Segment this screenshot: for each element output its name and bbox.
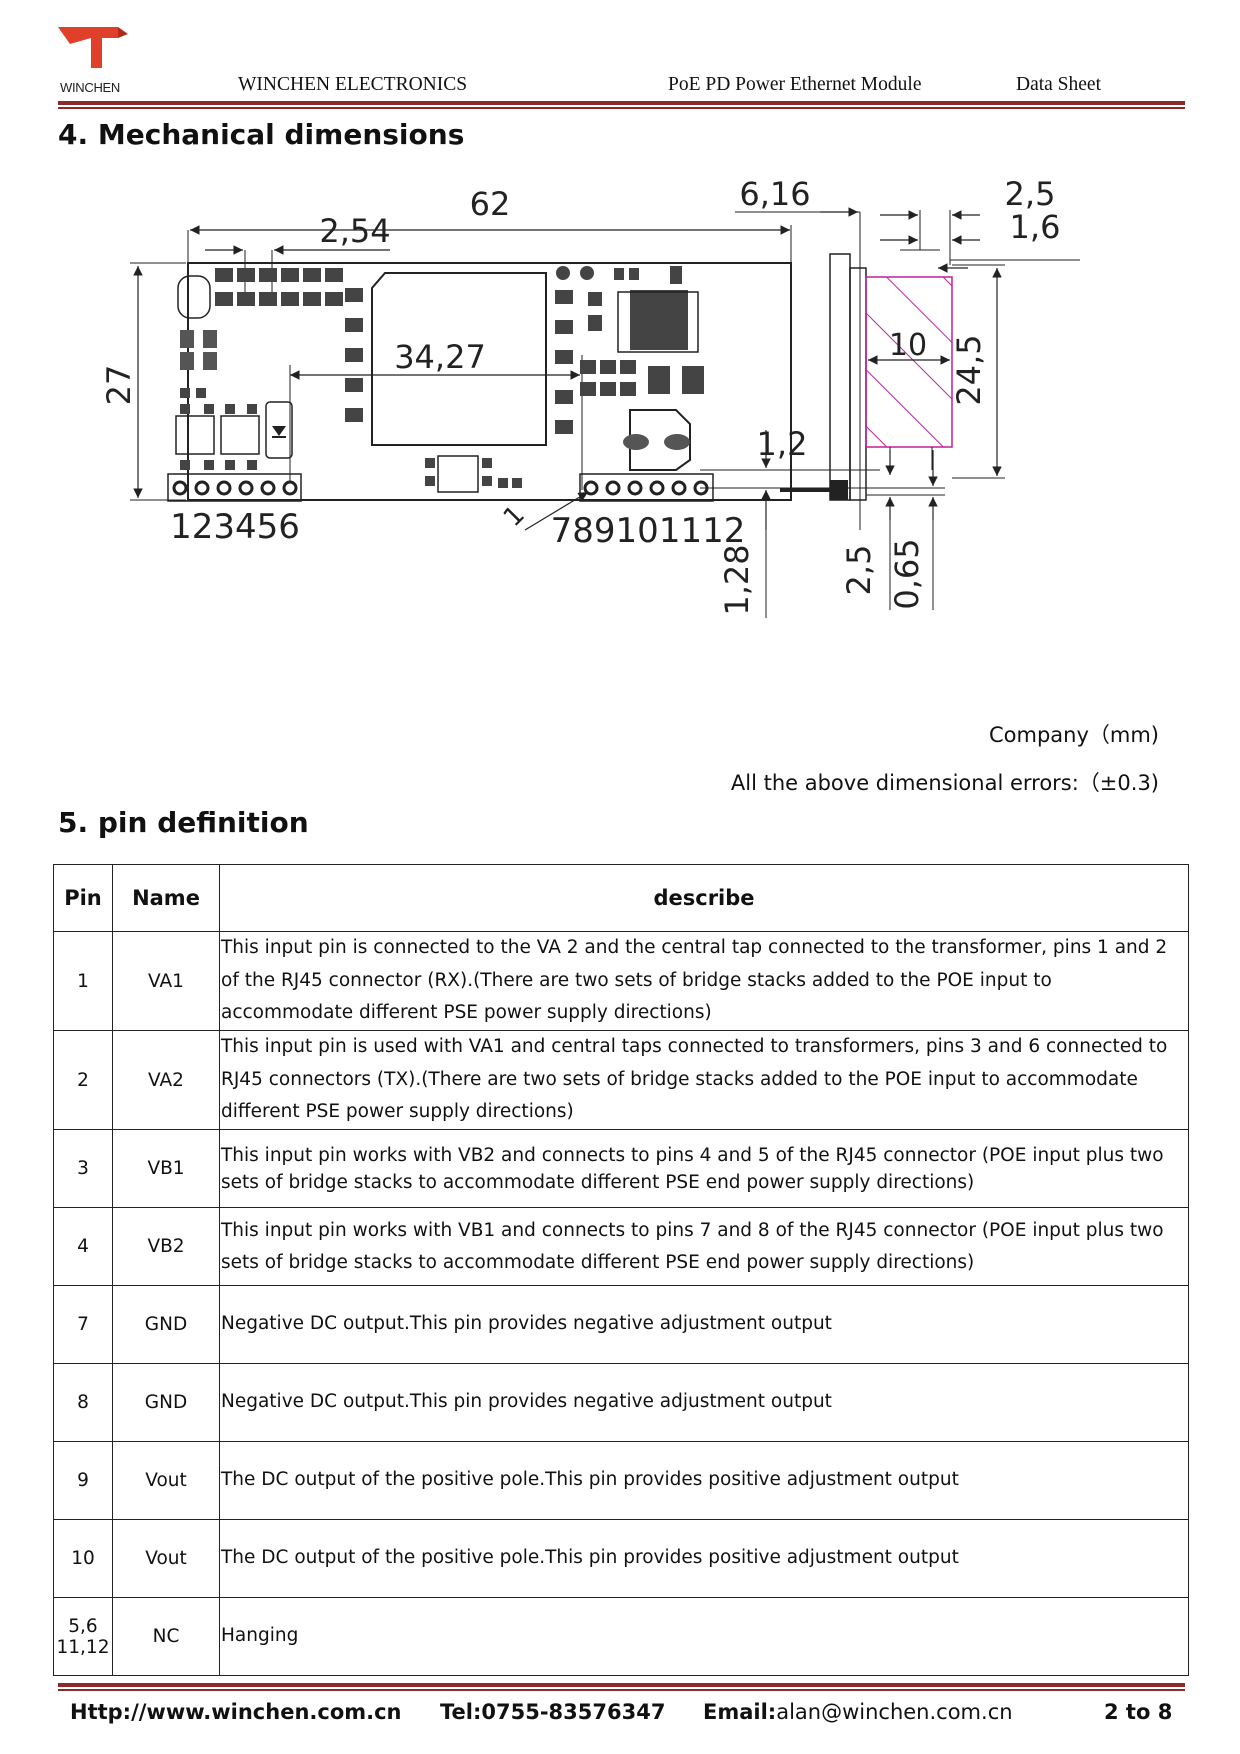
dim-side-width: 10: [889, 328, 927, 363]
footer-website[interactable]: Http://www.winchen.com.cn: [70, 1700, 402, 1724]
table-row: 4 VB2 This input pin works with VB1 and …: [53, 1207, 1189, 1286]
table-row: 10 Vout The DC output of the positive po…: [53, 1519, 1189, 1598]
pin-number: 5,6 11,12: [53, 1597, 113, 1676]
pin-description: The DC output of the positive pole.This …: [219, 1441, 1189, 1520]
dim-board-thickness: 1,6: [1010, 208, 1061, 246]
footer-page-number: 2 to 8: [1104, 1700, 1173, 1724]
footer-rule: [58, 1683, 1185, 1687]
pin-description: This input pin works with VB2 and connec…: [219, 1129, 1189, 1208]
tolerance-note: All the above dimensional errors:（±0.3): [730, 771, 1159, 795]
pin-name: VA1: [112, 931, 220, 1031]
pin-number-line: 5,6: [68, 1615, 98, 1637]
dim-pin-span: 34,27: [394, 338, 486, 376]
dim-pitch: 2,54: [319, 212, 390, 250]
pin-definition-table: Pin Name describe 1 VA1 This input pin i…: [53, 864, 1189, 1676]
table-row: 3 VB1 This input pin works with VB2 and …: [53, 1129, 1189, 1208]
section-title-mechanical: 4. Mechanical dimensions: [58, 118, 465, 151]
header-describe: describe: [219, 864, 1189, 932]
header-rule-thin: [58, 107, 1185, 109]
dim-side-height: 24,5: [950, 334, 988, 405]
pin-number: 9: [53, 1441, 113, 1520]
pcb-board-outline: [187, 262, 792, 501]
pin1-marker: 1: [498, 500, 531, 533]
footer-tel: Tel:0755-83576347: [440, 1700, 666, 1724]
pin-number-line: 11,12: [56, 1636, 110, 1658]
table-row: 8 GND Negative DC output.This pin provid…: [53, 1363, 1189, 1442]
dim-pin-width: 0,65: [888, 538, 926, 609]
dim-pin-length: 2,5: [840, 545, 878, 596]
pin-description: Negative DC output.This pin provides neg…: [219, 1285, 1189, 1364]
pin-number: 3: [53, 1129, 113, 1208]
pin-number: 10: [53, 1519, 113, 1598]
unit-note: Company（mm): [988, 723, 1159, 747]
dim-pin-diameter: 1,28: [718, 544, 756, 615]
header-pin: Pin: [53, 864, 113, 932]
pin-description: The DC output of the positive pole.This …: [219, 1519, 1189, 1598]
winchen-logo: [58, 27, 128, 68]
section-title-pin-definition: 5. pin definition: [58, 806, 309, 839]
pin-name: NC: [112, 1597, 220, 1676]
pin-description: This input pin is connected to the VA 2 …: [219, 931, 1189, 1031]
table-row: 9 Vout The DC output of the positive pol…: [53, 1441, 1189, 1520]
footer-rule-thin: [58, 1689, 1185, 1691]
footer-email-label: Email:: [703, 1700, 777, 1724]
pin-name: Vout: [112, 1441, 220, 1520]
table-row: 2 VA2 This input pin is used with VA1 an…: [53, 1030, 1189, 1130]
dim-height: 27: [100, 365, 138, 406]
header-product: PoE PD Power Ethernet Module: [668, 74, 922, 95]
table-row: 1 VA1 This input pin is connected to the…: [53, 931, 1189, 1031]
pins-right-label: 789101112: [551, 511, 746, 551]
footer-email-address[interactable]: alan@winchen.com.cn: [776, 1700, 1013, 1724]
footer-email[interactable]: Email:alan@winchen.com.cn: [703, 1700, 1013, 1724]
logo-text: WINCHEN: [60, 80, 121, 95]
table-header-row: Pin Name describe: [53, 864, 1189, 932]
header-name: Name: [112, 864, 220, 932]
pin-name: VB1: [112, 1129, 220, 1208]
pin-name: GND: [112, 1285, 220, 1364]
pins-left-label: 123456: [170, 507, 300, 547]
pin-description: Hanging: [219, 1597, 1189, 1676]
header-company: WINCHEN ELECTRONICS: [238, 74, 468, 95]
header-rule: [58, 101, 1185, 105]
dim-pin-gap: 1,2: [757, 425, 808, 463]
pin-name: VB2: [112, 1207, 220, 1286]
pin-number: 7: [53, 1285, 113, 1364]
header-doc-type: Data Sheet: [1016, 74, 1102, 95]
pin-name: Vout: [112, 1519, 220, 1598]
pin-number: 1: [53, 931, 113, 1031]
dim-side-thickness: 2,5: [1005, 175, 1056, 213]
pin-number: 8: [53, 1363, 113, 1442]
pin-name: VA2: [112, 1030, 220, 1130]
pin-number: 2: [53, 1030, 113, 1130]
pin-description: This input pin works with VB1 and connec…: [219, 1207, 1189, 1286]
mechanical-drawing: 62 6,16 2,5 1,6 2,54 27: [100, 175, 1080, 618]
pin-number: 4: [53, 1207, 113, 1286]
table-row: 5,6 11,12 NC Hanging: [53, 1597, 1189, 1676]
pin-name: GND: [112, 1363, 220, 1442]
pin-description: Negative DC output.This pin provides neg…: [219, 1363, 1189, 1442]
table-row: 7 GND Negative DC output.This pin provid…: [53, 1285, 1189, 1364]
dim-pin-offset: 6,16: [739, 175, 810, 213]
dim-length: 62: [470, 185, 511, 223]
pin-description: This input pin is used with VA1 and cent…: [219, 1030, 1189, 1130]
